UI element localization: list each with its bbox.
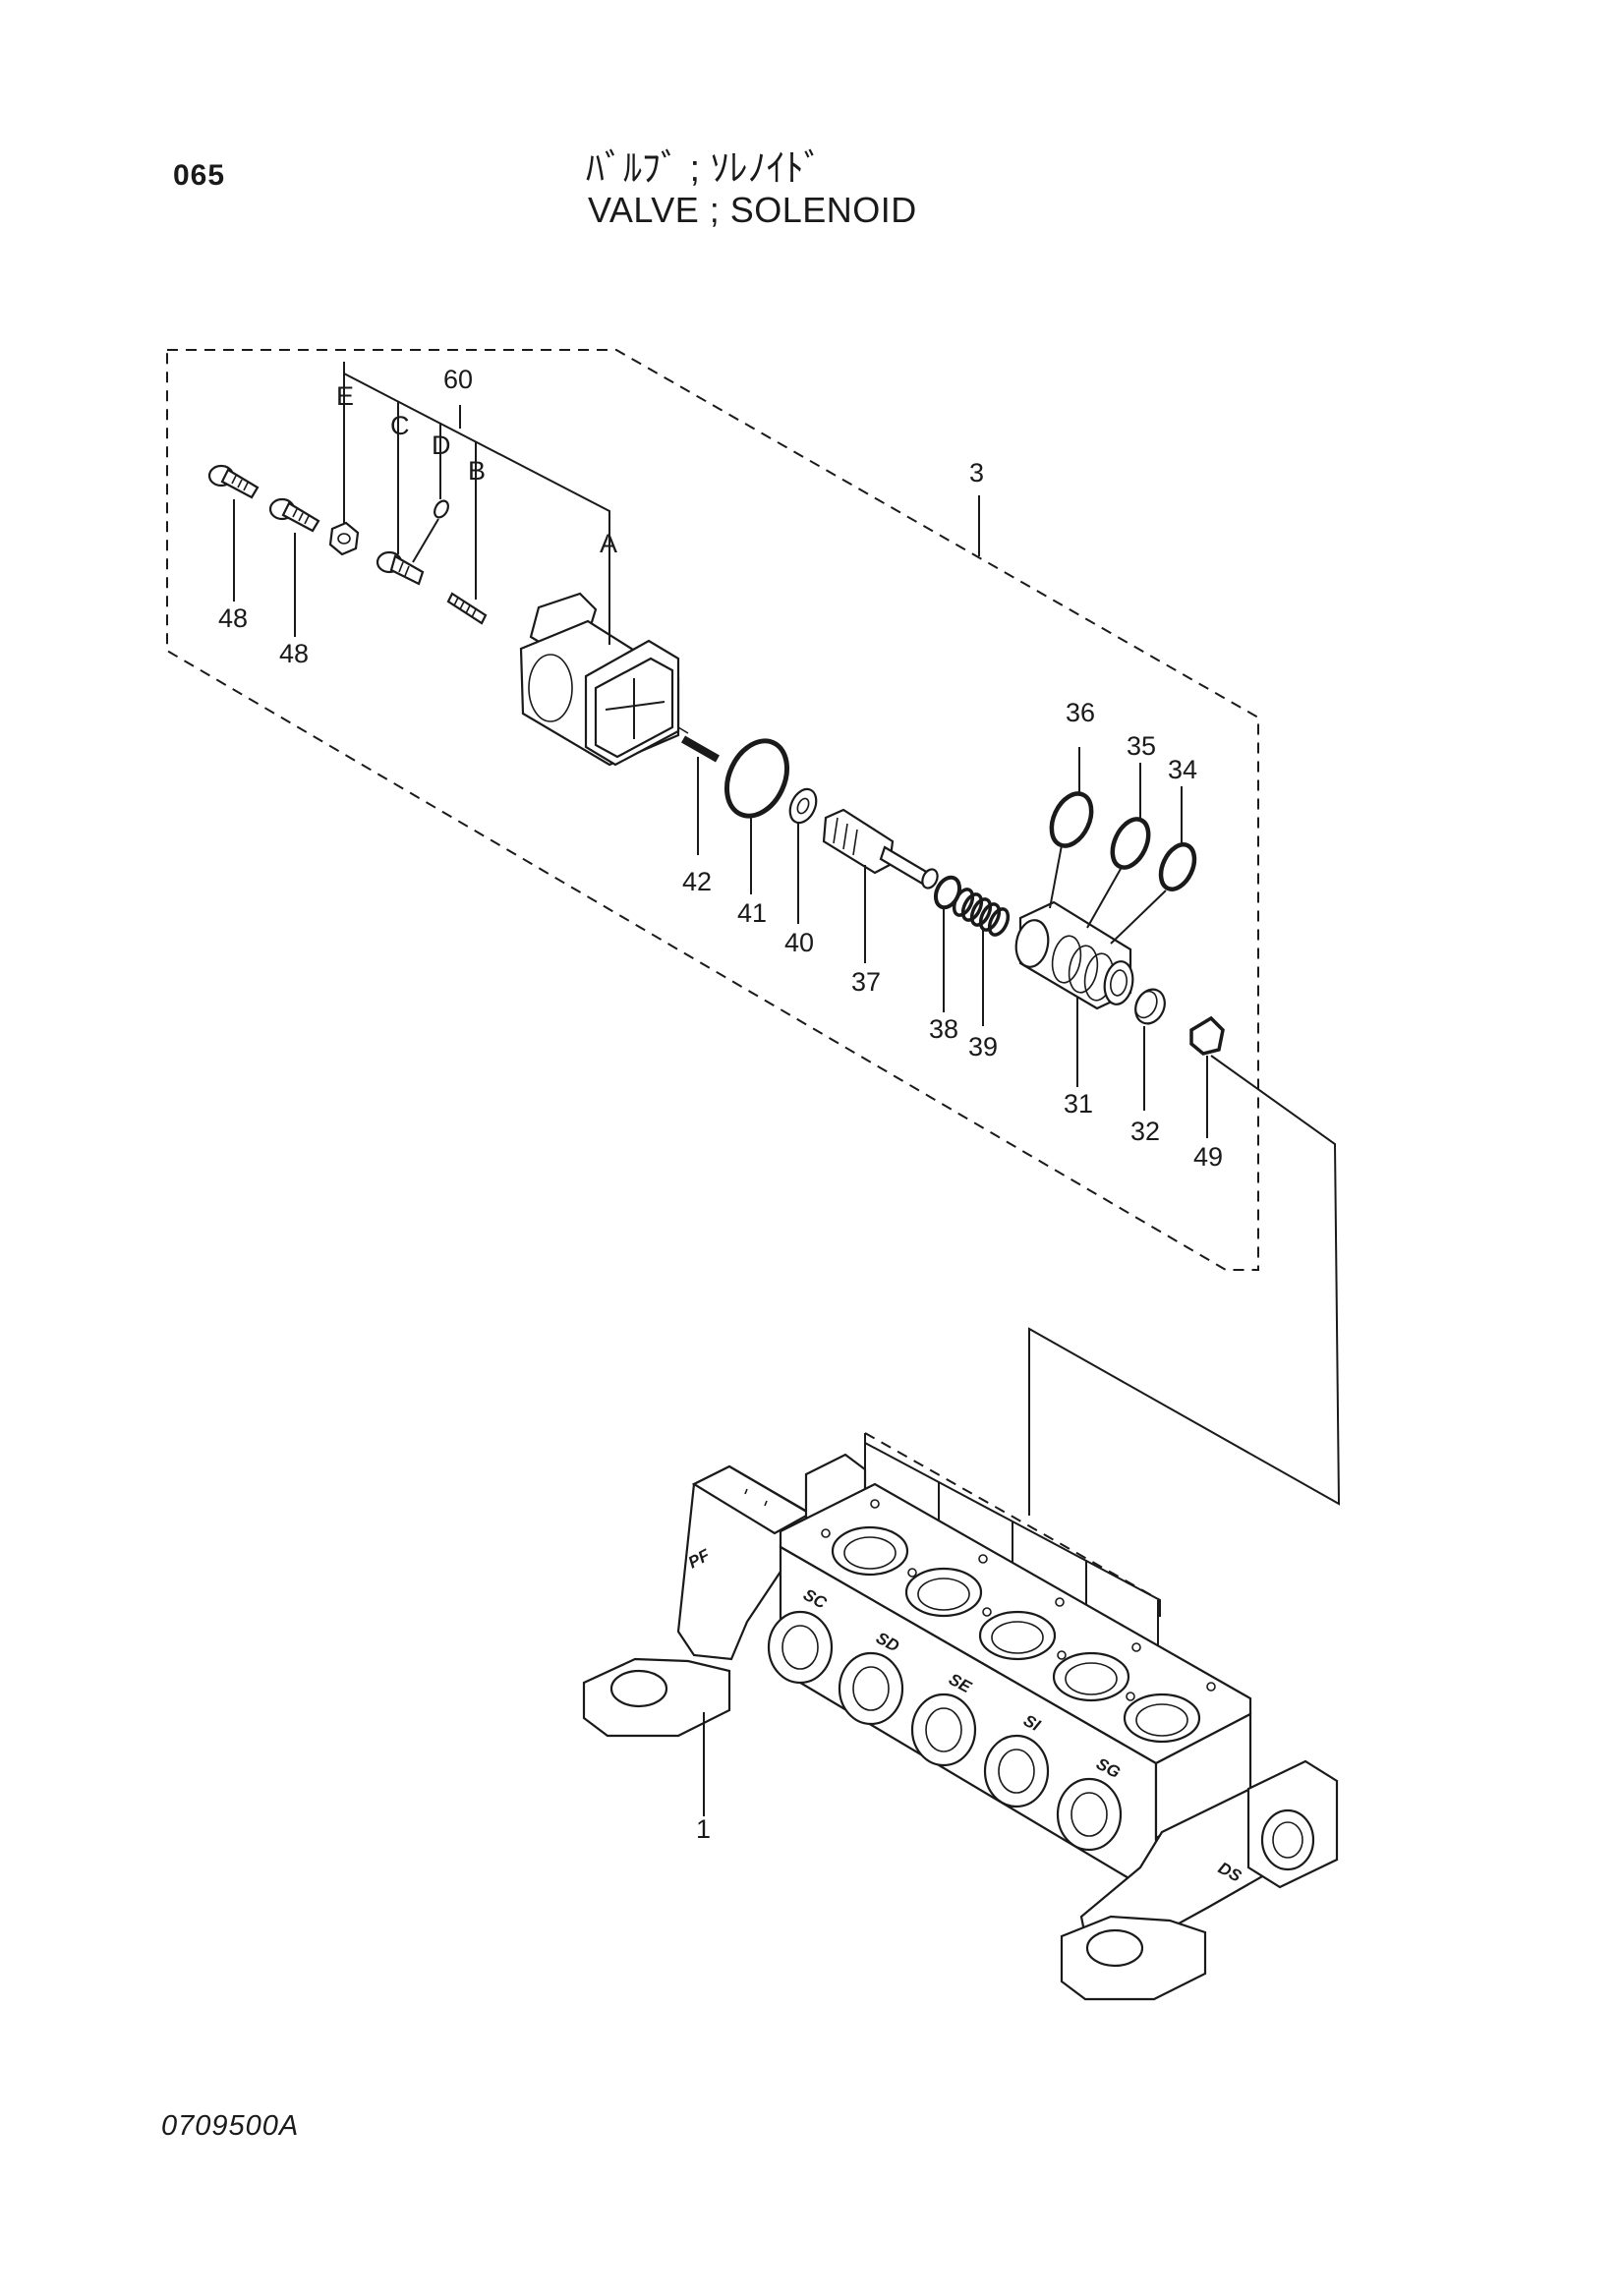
callout-49: 49 [1193,1142,1223,1172]
callout-48-lower: 48 [279,639,309,668]
o-ring-41 [724,738,789,819]
plug-32 [1134,988,1166,1025]
page-number: 065 [173,159,226,192]
ring-49 [1189,1015,1225,1056]
callout-c: C [390,411,410,440]
screw-48-upper [207,464,260,499]
title-japanese: ﾊﾞﾙﾌﾞ ; ｿﾚﾉｲﾄﾞ [586,148,823,190]
o-ring-36 [1049,791,1094,848]
callout-41: 41 [737,898,767,928]
solenoid-coil-a [519,592,689,767]
assembly-boundary-dashed [166,349,1259,1271]
callout-a: A [600,529,617,558]
kit-60-bracket [343,362,610,533]
callout-38: 38 [929,1014,958,1044]
spool-37 [822,808,939,890]
drawing-code: 0709500A [161,2110,300,2142]
o-ring-d [434,499,449,519]
washer-40 [788,787,818,825]
callout-e: E [336,381,354,411]
o-ring-34 [1158,842,1197,891]
pin-42 [681,735,720,763]
spring-39 [952,888,1011,937]
screw-48-lower [268,497,320,533]
pin-b [446,592,488,625]
callout-48-upper: 48 [218,603,248,633]
callout-36: 36 [1066,698,1095,727]
leader-d-lower [412,518,439,563]
fitting-c [376,550,425,586]
callout-42: 42 [682,867,712,896]
callout-32: 32 [1130,1117,1160,1146]
manifold-block-1 [582,1453,1339,2001]
o-ring-35 [1110,817,1151,870]
callout-35: 35 [1127,731,1156,761]
callout-d: D [432,430,451,460]
leader-36-lower [1049,844,1063,909]
callout-34: 34 [1168,755,1197,784]
callout-37: 37 [851,967,881,997]
leader-49-to-manifold [1028,1055,1341,1516]
callout-60: 60 [443,365,473,394]
title-english: VALVE ; SOLENOID [588,190,917,230]
leader-35-lower [1086,868,1122,929]
leader-34-lower [1110,890,1167,945]
callout-1: 1 [696,1814,711,1844]
callout-40: 40 [784,928,814,957]
callout-3: 3 [969,458,984,488]
callout-b: B [468,456,486,486]
callout-31: 31 [1064,1089,1093,1119]
nut-e [328,521,360,556]
callout-39: 39 [968,1032,998,1062]
sleeve-31 [1014,900,1134,1010]
